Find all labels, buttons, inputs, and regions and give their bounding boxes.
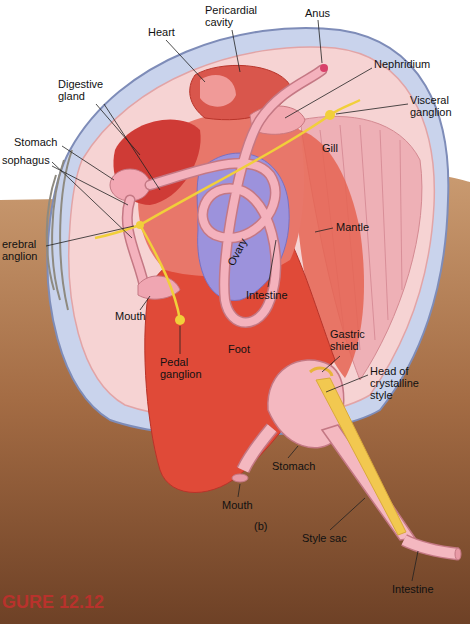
- part-label: Pericardial cavity: [205, 4, 265, 28]
- part-label: Style sac: [302, 532, 362, 544]
- part-label: Mouth: [222, 499, 262, 511]
- figure-number: GURE 12.12: [2, 592, 202, 612]
- part-label: sophagus: [2, 154, 62, 166]
- part-label: Foot: [228, 343, 268, 355]
- part-label: Anus: [305, 7, 345, 19]
- part-label: (b): [254, 520, 284, 532]
- part-label: Intestine: [392, 583, 452, 595]
- part-label: Pedal ganglion: [160, 356, 220, 380]
- part-label: Stomach: [14, 136, 74, 148]
- part-label: Mantle: [336, 221, 386, 233]
- part-label: Gastric shield: [330, 328, 390, 352]
- part-label: Stomach: [272, 460, 332, 472]
- part-label: Heart: [148, 26, 198, 38]
- part-label: Mouth: [115, 310, 155, 322]
- part-label: Nephridium: [374, 58, 454, 70]
- part-label: Digestive gland: [58, 78, 118, 102]
- part-label: Intestine: [246, 289, 306, 301]
- part-label: erebral anglion: [2, 238, 52, 262]
- part-label: Head of crystalline style: [370, 365, 436, 401]
- part-label: Visceral ganglion: [410, 94, 466, 118]
- part-label: Gill: [322, 142, 352, 154]
